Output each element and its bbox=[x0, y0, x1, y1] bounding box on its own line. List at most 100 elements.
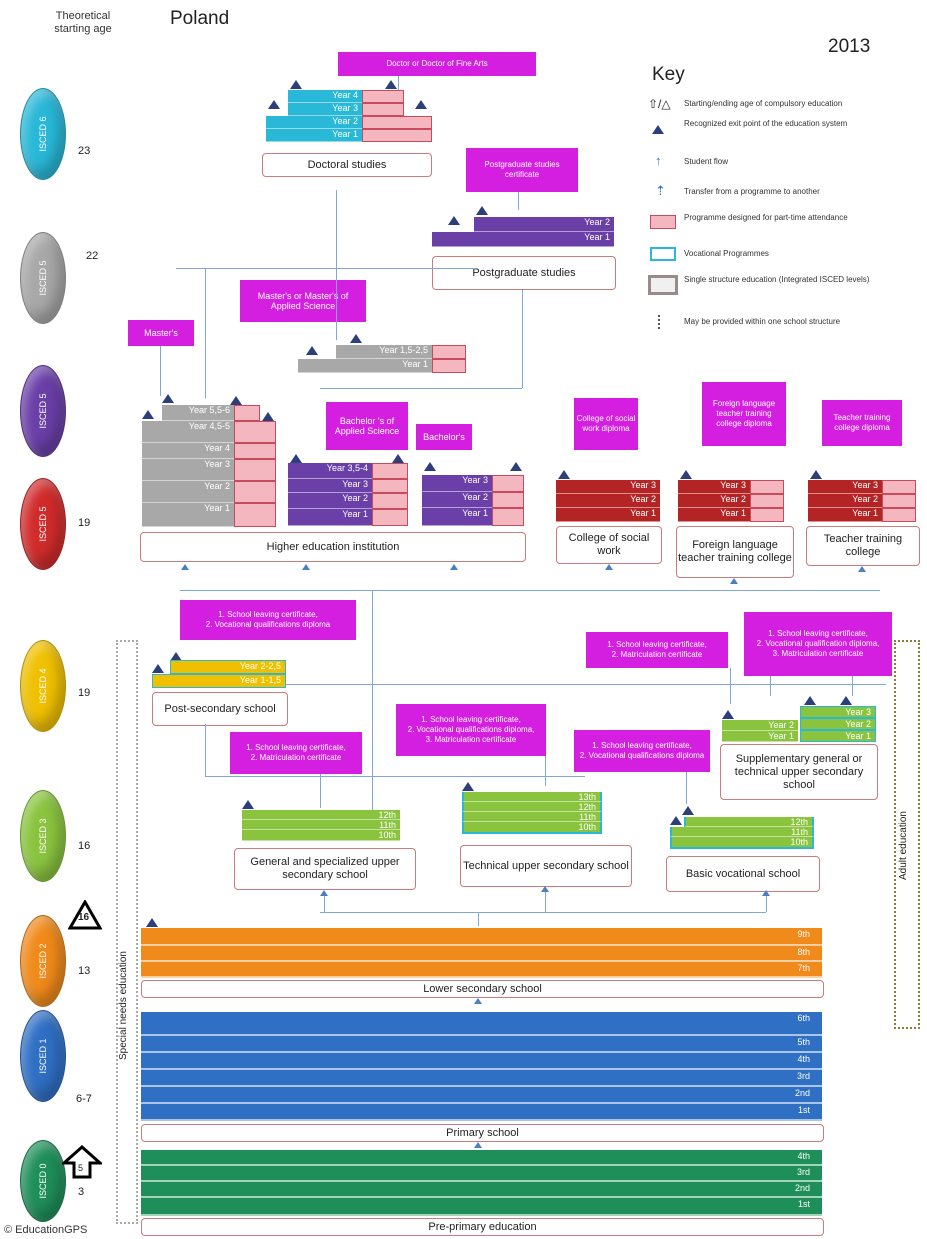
pre-primary-grade-bar: 2nd bbox=[141, 1182, 822, 1198]
social-work-year-bar: Year 2 bbox=[556, 494, 660, 508]
key-item-label: Single structure education (Integrated I… bbox=[684, 275, 870, 284]
part-time-block bbox=[234, 443, 276, 459]
technical-upper-year-bar: 13th bbox=[462, 792, 602, 802]
masters-applied-year-bar: Year 1 bbox=[298, 359, 432, 373]
key-item-compulsory: ⇧/△ Starting/ending age of compulsory ed… bbox=[648, 95, 918, 119]
teacher-training-year-bar: Year 1 bbox=[808, 508, 882, 522]
bachelor-applied-year-bar: Year 2 bbox=[288, 493, 372, 509]
bachelor-applied-year-bar: Year 1 bbox=[288, 509, 372, 526]
basic-vocational-year-bar: 12th bbox=[684, 817, 814, 827]
basic-vocational-year-bar: 10th bbox=[670, 837, 814, 849]
special-needs-label: Special needs education bbox=[118, 951, 129, 1060]
connector-line bbox=[205, 268, 206, 398]
compulsory-end-triangle: 16 bbox=[67, 898, 103, 930]
post-secondary-school-label: Post-secondary school bbox=[152, 692, 288, 726]
exit-point-icon bbox=[268, 100, 280, 109]
isced-5-red-marker: ISCED 5 bbox=[20, 478, 66, 570]
age-label: 13 bbox=[78, 965, 91, 977]
social-work-certificate: College of social work diploma bbox=[574, 398, 638, 450]
primary-grade-bar: 1st bbox=[141, 1104, 822, 1121]
connector-line bbox=[320, 912, 766, 913]
connector-line bbox=[324, 894, 325, 912]
age-label: 6-7 bbox=[76, 1093, 92, 1105]
student-flow-icon: ↑ bbox=[655, 153, 662, 168]
exit-point-icon bbox=[680, 470, 692, 479]
student-flow-arrow bbox=[450, 564, 458, 570]
basic-vocational-certificate: 1. School leaving certificate, 2. Vocati… bbox=[574, 730, 710, 772]
primary-grade-bar: 2nd bbox=[141, 1087, 822, 1104]
masters-year-bar: Year 4,5-5 bbox=[142, 421, 234, 443]
age-label: 19 bbox=[78, 687, 91, 699]
supplementary-general-year-bar: Year 1 bbox=[722, 731, 798, 742]
age-label: 16 bbox=[78, 840, 91, 852]
lower-secondary-school-label: Lower secondary school bbox=[141, 980, 824, 998]
bachelor-year-bar: Year 3 bbox=[422, 475, 492, 492]
exit-point-icon bbox=[290, 80, 302, 89]
connector-line bbox=[320, 774, 321, 808]
bachelor-certificate: Bachelor's bbox=[416, 424, 472, 450]
isced-5-purple-marker: ISCED 5 bbox=[20, 365, 66, 457]
connector-line bbox=[522, 290, 523, 388]
part-time-block bbox=[372, 479, 408, 493]
part-time-block bbox=[372, 509, 408, 526]
exit-point-icon bbox=[242, 800, 254, 809]
isced-level-label: ISCED 2 bbox=[38, 943, 48, 979]
part-time-block bbox=[492, 475, 524, 492]
postgrad-certificate: Postgraduate studies certificate bbox=[466, 148, 578, 192]
connector-line bbox=[398, 76, 399, 90]
postgraduate-studies-label: Postgraduate studies bbox=[432, 256, 616, 290]
transfer-icon: ⇡ bbox=[655, 183, 666, 198]
teacher-training-year-bar: Year 3 bbox=[808, 480, 882, 494]
doctoral-studies-label: Doctoral studies bbox=[262, 153, 432, 177]
country-title: Poland bbox=[170, 8, 230, 29]
single-structure-swatch bbox=[648, 275, 678, 295]
masters-year-bar: Year 1 bbox=[142, 503, 234, 527]
key-item-single: Single structure education (Integrated I… bbox=[648, 275, 918, 315]
exit-point-icon bbox=[462, 782, 474, 791]
exit-point-icon bbox=[722, 710, 734, 719]
exit-point-icon bbox=[415, 100, 427, 109]
student-flow-arrow bbox=[762, 890, 770, 896]
exit-point-icon bbox=[558, 470, 570, 479]
isced-level-label: ISCED 5 bbox=[38, 393, 48, 429]
higher-education-institution-label: Higher education institution bbox=[140, 532, 526, 562]
student-flow-arrow bbox=[302, 564, 310, 570]
key-item-label: Programme designed for part-time attenda… bbox=[684, 213, 848, 222]
isced-level-label: ISCED 5 bbox=[38, 506, 48, 542]
connector-line bbox=[478, 912, 479, 926]
bachelor-applied-year-bar: Year 3,5-4 bbox=[288, 463, 372, 479]
age-label: 3 bbox=[78, 1186, 85, 1198]
key-item-label: Vocational Programmes bbox=[684, 249, 769, 258]
key-item-flow: ↑ Student flow bbox=[648, 153, 918, 183]
masters-year-bar: Year 5,5-6 bbox=[162, 405, 234, 421]
copyright-footer: © EducationGPS bbox=[4, 1224, 88, 1236]
isced-level-label: ISCED 4 bbox=[38, 668, 48, 704]
key-legend: ⇧/△ Starting/ending age of compulsory ed… bbox=[648, 95, 918, 339]
masters-year-bar: Year 4 bbox=[142, 443, 234, 459]
student-flow-arrow bbox=[320, 890, 328, 896]
doctor-certificate: Doctor or Doctor of Fine Arts bbox=[338, 52, 536, 76]
student-flow-arrow bbox=[858, 566, 866, 572]
age-label: 22 bbox=[86, 250, 99, 262]
bachelor-applied-certificate: Bachelor 's of Applied Science bbox=[326, 402, 408, 450]
supplementary-general-year-bar: Year 2 bbox=[722, 720, 798, 731]
exit-point-icon bbox=[476, 206, 488, 215]
exit-point-icon bbox=[170, 652, 182, 661]
pre-primary-grade-bar: 1st bbox=[141, 1198, 822, 1216]
connector-line bbox=[372, 590, 373, 810]
compulsory-start-age: 5 bbox=[78, 1163, 84, 1173]
vocational-swatch bbox=[650, 247, 676, 261]
primary-grade-bar: 3rd bbox=[141, 1070, 822, 1087]
exit-point-icon bbox=[142, 410, 154, 419]
student-flow-arrow bbox=[181, 564, 189, 570]
isced-2-marker: ISCED 2 bbox=[20, 915, 66, 1007]
pre-primary-grade-bar: 4th bbox=[141, 1150, 822, 1166]
teacher-training-college-label: Teacher training college bbox=[806, 526, 920, 566]
bachelor-year-bar: Year 2 bbox=[422, 492, 492, 508]
part-time-block bbox=[372, 463, 408, 479]
isced-3-marker: ISCED 3 bbox=[20, 790, 66, 882]
supplementary-upper-secondary-label: Supplementary general or technical upper… bbox=[720, 744, 878, 800]
key-item-parttime: Programme designed for part-time attenda… bbox=[648, 213, 918, 247]
postgrad-year-bar: Year 2 bbox=[474, 217, 614, 232]
exit-point-icon bbox=[510, 462, 522, 471]
